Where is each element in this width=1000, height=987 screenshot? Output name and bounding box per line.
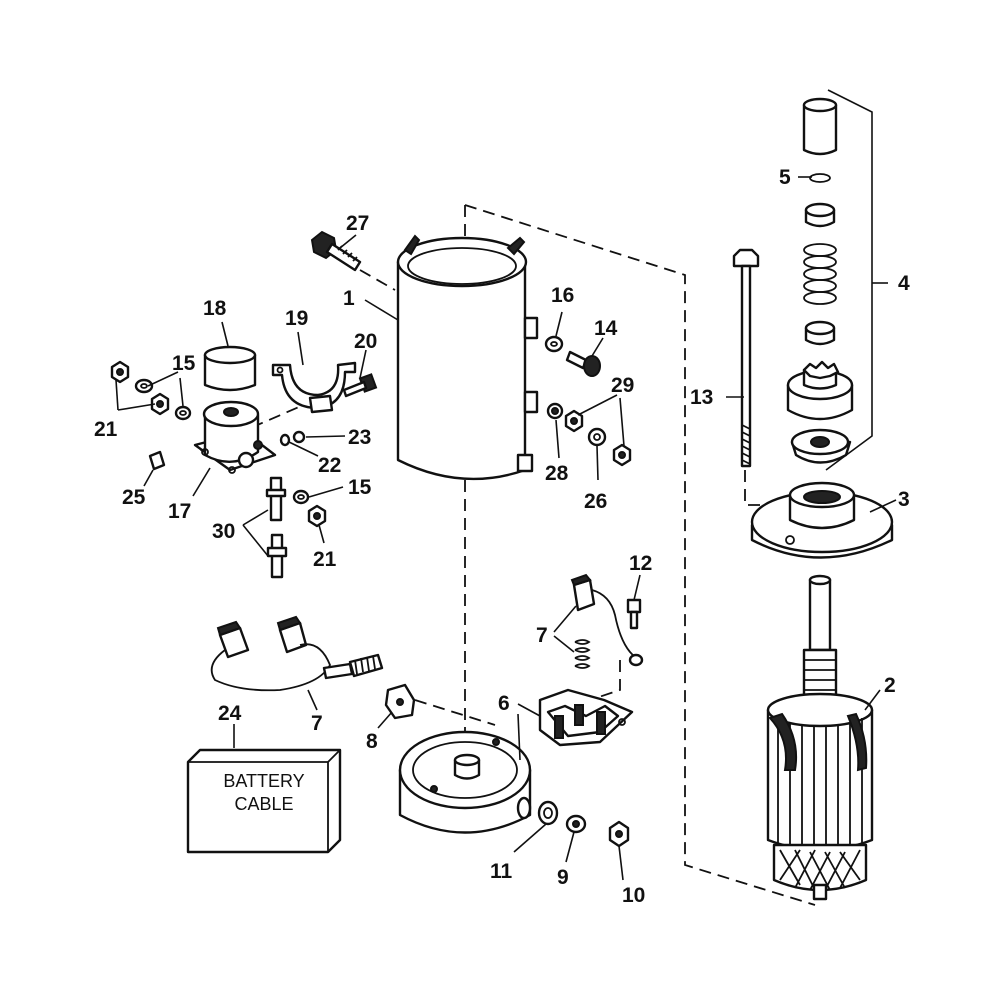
- washer-15-lower: [292, 489, 310, 505]
- callout-30: 30: [212, 520, 235, 543]
- washer-15-upper-b: [174, 405, 192, 421]
- callout-17: 17: [168, 500, 191, 523]
- callout-24: 24: [218, 702, 242, 725]
- nut-21-lower: [307, 504, 327, 528]
- clamp-strap-19: [271, 361, 357, 414]
- screw-12: [626, 598, 642, 630]
- nut-29-lower: [612, 443, 632, 467]
- callout-22: 22: [318, 454, 341, 477]
- callout-9: 9: [557, 866, 569, 889]
- drive-end-cap-3: [750, 481, 894, 559]
- washer-16: [544, 335, 564, 353]
- drive-cap: [802, 97, 838, 156]
- callout-27: 27: [346, 212, 369, 235]
- bolt-27: [310, 230, 362, 272]
- callout-21-lower: 21: [313, 548, 337, 571]
- washer-28: [546, 402, 564, 420]
- callout-2: 2: [884, 674, 896, 697]
- callout-28: 28: [545, 462, 569, 485]
- callout-21-upper: 21: [94, 418, 118, 441]
- callout-19: 19: [285, 307, 308, 330]
- callout-18: 18: [203, 297, 227, 320]
- callout-25: 25: [122, 486, 146, 509]
- leader-lines: [115, 89, 897, 881]
- brush-and-spring-7: [570, 573, 644, 669]
- callout-6: 6: [498, 692, 510, 715]
- callout-12: 12: [629, 552, 652, 575]
- callout-10: 10: [622, 884, 645, 907]
- callout-15-upper: 15: [172, 352, 196, 375]
- battery-box-line2: CABLE: [234, 794, 293, 814]
- callout-14: 14: [594, 317, 618, 340]
- callout-1: 1: [343, 287, 355, 310]
- callout-11: 11: [490, 860, 513, 883]
- screw-20: [342, 373, 378, 398]
- screw-14: [565, 350, 601, 377]
- callout-labels: 1 2 3 4 5 6 7 7 8 9 10 11 12 13 14 15 15…: [94, 166, 910, 907]
- washer-15-upper: [134, 378, 154, 394]
- callout-3: 3: [898, 488, 910, 511]
- callout-7-upper: 7: [536, 624, 548, 647]
- solenoid-17: [193, 400, 277, 474]
- brush-holder-6: [538, 688, 634, 747]
- rubber-sleeve-18: [203, 345, 257, 392]
- terminal-bracket-8: [384, 683, 416, 720]
- battery-box-line1: BATTERY: [223, 771, 304, 791]
- callout-20: 20: [354, 330, 377, 353]
- nut-29-upper: [564, 409, 584, 433]
- brushes-and-cable-7: [210, 615, 384, 692]
- drive-spring: [803, 243, 837, 305]
- washer-9: [565, 814, 587, 834]
- field-frame-housing: [396, 234, 539, 481]
- terminal-studs-30: [265, 476, 288, 579]
- battery-cable-box-24: BATTERY CABLE: [186, 748, 342, 854]
- through-bolt-13: [732, 248, 760, 468]
- callout-7-lower: 7: [311, 712, 323, 735]
- commutator-end-cap: [398, 730, 532, 834]
- callout-13: 13: [690, 386, 713, 409]
- callout-5: 5: [779, 166, 791, 189]
- callout-16: 16: [551, 284, 574, 307]
- pinion-gear: [786, 360, 854, 421]
- callout-8: 8: [366, 730, 378, 753]
- nut-10: [608, 820, 630, 848]
- spring-cup: [804, 320, 836, 346]
- callout-26: 26: [584, 490, 607, 513]
- terminal-25: [148, 450, 166, 471]
- callout-29: 29: [611, 374, 634, 397]
- nut-21-upper-b: [150, 392, 170, 416]
- insulating-washer-11: [537, 800, 559, 826]
- thrust-washer: [790, 428, 852, 464]
- armature-2: [766, 574, 874, 901]
- washer-26: [587, 427, 607, 447]
- nut-21-upper: [110, 360, 130, 384]
- callout-4: 4: [898, 272, 910, 295]
- callout-23: 23: [348, 426, 371, 449]
- washer-22: [279, 433, 291, 447]
- callout-15-lower: 15: [348, 476, 372, 499]
- washer-23: [292, 430, 306, 444]
- drive-collar: [804, 202, 836, 228]
- retaining-ring-5: [809, 173, 831, 183]
